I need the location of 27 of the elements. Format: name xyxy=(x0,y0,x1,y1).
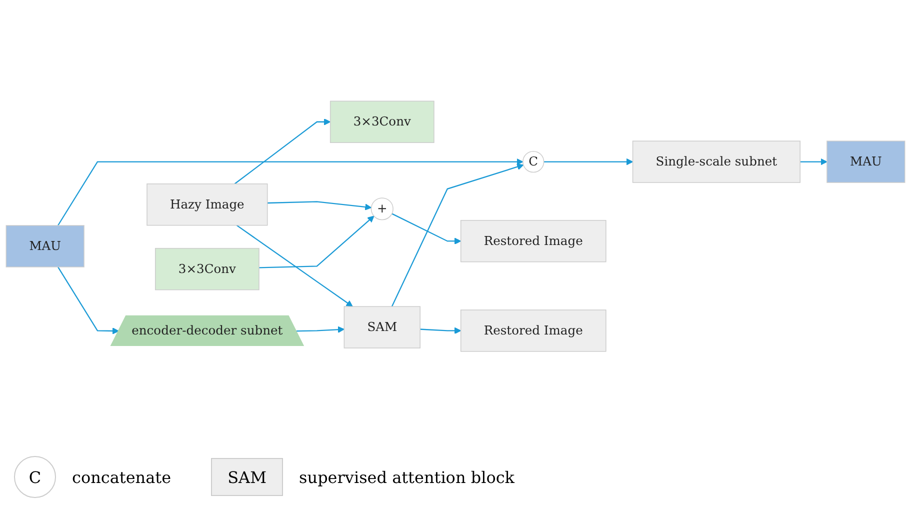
node-box: 3×3Conv xyxy=(330,100,434,143)
node-box: Hazy Image xyxy=(146,183,268,226)
node-box: Single-scale subnet xyxy=(632,140,800,183)
legend-sample: C xyxy=(14,456,56,498)
arrow xyxy=(392,212,462,244)
arrow xyxy=(267,200,372,210)
arrow xyxy=(258,215,374,268)
node-box: 3×3Conv xyxy=(154,248,260,290)
node-box: Restored Image xyxy=(460,220,606,262)
node-circle: + xyxy=(370,197,394,220)
arrow xyxy=(420,327,462,334)
legend-text: concatenate xyxy=(72,468,172,486)
arrow xyxy=(234,118,331,184)
arrow xyxy=(800,158,828,165)
node-circle: C xyxy=(522,150,544,172)
arrow xyxy=(236,224,353,307)
legend-sample: SAM xyxy=(211,458,284,496)
node-box: Restored Image xyxy=(460,309,606,352)
arrow xyxy=(296,326,344,333)
arrow xyxy=(57,266,120,334)
arrow xyxy=(544,158,634,165)
arrow xyxy=(57,158,524,226)
node-box: MAU xyxy=(826,140,906,183)
arrow xyxy=(391,163,524,306)
node-box: MAU xyxy=(6,224,84,268)
node-box: SAM xyxy=(344,306,420,348)
legend-text: supervised attention block xyxy=(299,468,514,486)
